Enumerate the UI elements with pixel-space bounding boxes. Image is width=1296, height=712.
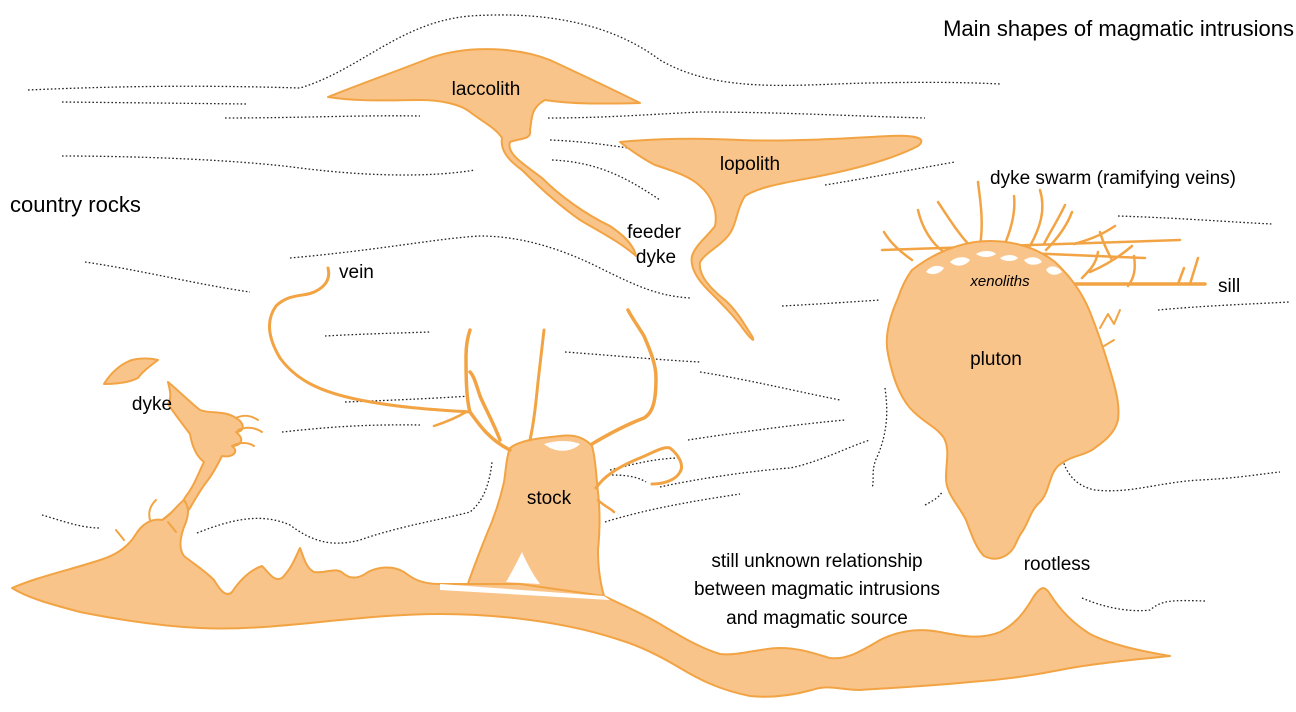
stock-vein bbox=[466, 330, 510, 450]
stratum-line bbox=[548, 112, 925, 118]
stratum-line bbox=[62, 156, 475, 175]
diagram-title: Main shapes of magmatic intrusions bbox=[943, 16, 1294, 41]
strata-lines bbox=[28, 15, 1290, 611]
rootless-label: rootless bbox=[1024, 554, 1091, 575]
feeder-dyke-label-line1: feeder bbox=[627, 222, 682, 243]
stratum-line bbox=[85, 262, 250, 292]
stratum-line bbox=[325, 332, 430, 336]
swarm-vein bbox=[1044, 205, 1065, 244]
stratum-line bbox=[1062, 456, 1280, 491]
stratum-line bbox=[1158, 302, 1290, 310]
unknown-relationship-line3: and magmatic source bbox=[726, 608, 908, 629]
stratum-line bbox=[62, 102, 248, 104]
stratum-line bbox=[925, 492, 942, 505]
stratum-line bbox=[660, 440, 870, 487]
dyke-label: dyke bbox=[132, 394, 172, 415]
swarm-vein bbox=[1004, 196, 1014, 246]
labels: Main shapes of magmatic intrusions count… bbox=[10, 16, 1294, 629]
stratum-line bbox=[700, 372, 840, 400]
pluton-spikes bbox=[1100, 310, 1120, 346]
sill-label: sill bbox=[1218, 276, 1240, 297]
stratum-line bbox=[688, 420, 845, 440]
stratum-line bbox=[612, 475, 646, 482]
vein-body bbox=[270, 268, 470, 412]
stratum-line bbox=[1082, 598, 1205, 611]
dyke-fragment bbox=[104, 359, 158, 385]
stratum-line bbox=[605, 494, 740, 522]
stock-vein bbox=[592, 310, 656, 444]
pluton-label: pluton bbox=[970, 349, 1022, 370]
swarm-vein bbox=[918, 210, 944, 252]
sill-branch bbox=[1178, 258, 1198, 284]
vein-branch bbox=[434, 412, 466, 426]
stock-vein bbox=[530, 330, 544, 440]
stratum-line bbox=[1118, 216, 1272, 224]
stratum-line bbox=[282, 425, 420, 432]
xenoliths-label: xenoliths bbox=[969, 273, 1030, 290]
swarm-vein bbox=[938, 202, 972, 248]
stock-vein bbox=[596, 448, 682, 488]
stratum-line bbox=[872, 388, 887, 488]
dyke-swarm-label: dyke swarm (ramifying veins) bbox=[990, 168, 1236, 189]
magma-bodies bbox=[12, 49, 1205, 697]
stratum-line bbox=[565, 352, 700, 362]
feeder-dyke-label-line2: dyke bbox=[636, 247, 676, 268]
laccolith-label: laccolith bbox=[452, 79, 521, 100]
stratum-line bbox=[225, 116, 420, 118]
stratum-line bbox=[552, 160, 660, 200]
unknown-relationship-line2: between magmatic intrusions bbox=[694, 579, 940, 600]
swarm-vein bbox=[1128, 256, 1135, 286]
swarm-vein bbox=[1030, 190, 1042, 246]
stratum-line bbox=[42, 515, 100, 528]
stratum-line bbox=[782, 300, 880, 306]
stratum-line bbox=[197, 462, 492, 543]
stock-label: stock bbox=[527, 488, 572, 509]
swarm-vein bbox=[978, 182, 982, 246]
stock-body bbox=[464, 435, 604, 596]
stock-vein bbox=[598, 500, 614, 512]
lopolith-label: lopolith bbox=[720, 154, 780, 175]
unknown-relationship-line1: still unknown relationship bbox=[711, 551, 922, 572]
country-rocks-label: country rocks bbox=[10, 192, 141, 217]
swarm-vein bbox=[884, 232, 912, 260]
vein-label: vein bbox=[339, 262, 374, 283]
